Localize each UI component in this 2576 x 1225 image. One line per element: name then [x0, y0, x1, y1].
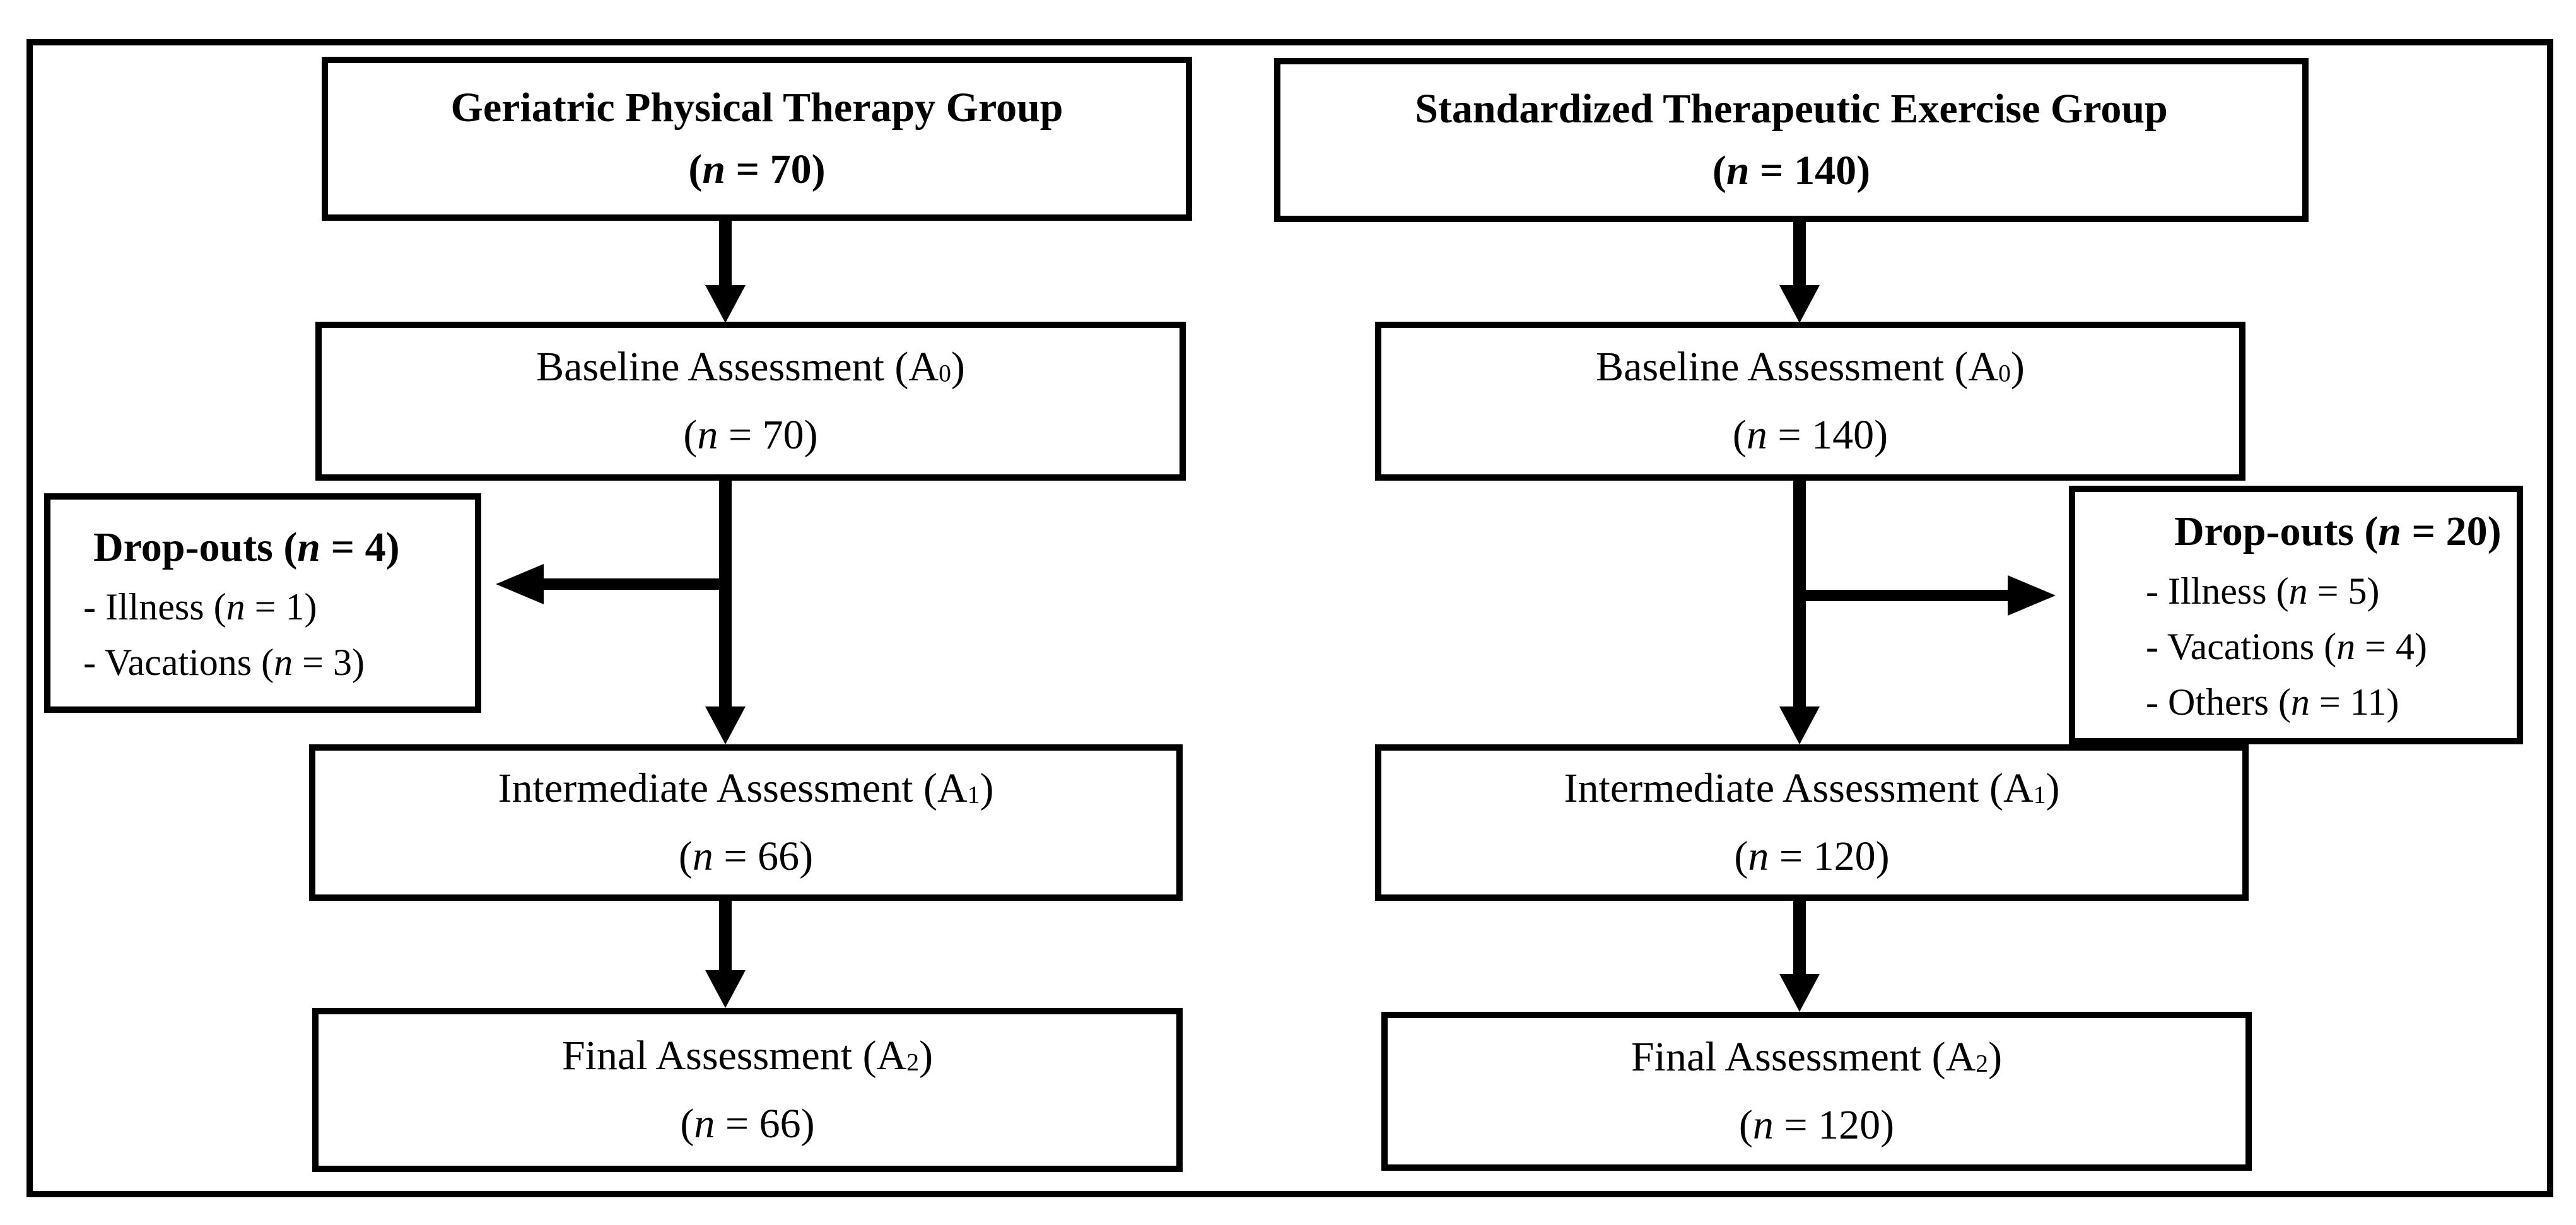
left-baseline-box: Baseline Assessment (A0) (n = 70)	[315, 322, 1186, 481]
left-dropout-item-illness: - Illness (n = 1)	[83, 586, 317, 628]
right-intermediate-box: Intermediate Assessment (A1) (n = 120)	[1375, 744, 2249, 901]
right-baseline-title: Baseline Assessment (A0)	[1596, 344, 2025, 390]
left-dropout-item-vacations: - Vacations (n = 3)	[83, 642, 365, 683]
left-group-box: Geriatric Physical Therapy Group (n = 70…	[322, 57, 1192, 221]
right-dropout-item-others: - Others (n = 11)	[2146, 681, 2399, 723]
right-intermediate-count: (n = 120)	[1734, 833, 1890, 879]
right-group-count: (n = 140)	[1712, 148, 1871, 194]
right-group-title: Standardized Therapeutic Exercise Group	[1415, 86, 2168, 132]
left-arrow-to-dropouts-shaft	[542, 578, 732, 590]
left-group-title: Geriatric Physical Therapy Group	[450, 85, 1063, 131]
left-dropouts-title: Drop-outs (n = 4)	[93, 524, 400, 570]
left-final-title: Final Assessment (A2)	[561, 1033, 934, 1079]
left-baseline-title: Baseline Assessment (A0)	[536, 344, 965, 390]
right-final-count: (n = 120)	[1738, 1101, 1895, 1148]
right-dropouts-box: Drop-outs (n = 20) - Illness (n = 5) - V…	[2069, 486, 2523, 744]
left-group-count: (n = 70)	[688, 146, 826, 192]
right-final-title: Final Assessment (A2)	[1630, 1034, 2003, 1081]
right-arrow-top-to-baseline-head-icon	[1779, 285, 1820, 323]
left-arrow-intermediate-to-final-head-icon	[705, 970, 746, 1008]
left-arrow-intermediate-to-final-shaft	[719, 900, 732, 971]
left-arrow-baseline-to-intermediate-shaft	[719, 479, 732, 708]
right-dropouts-title: Drop-outs (n = 20)	[2174, 508, 2502, 554]
left-intermediate-count: (n = 66)	[678, 833, 814, 879]
left-final-count: (n = 66)	[680, 1100, 815, 1147]
left-dropouts-box: Drop-outs (n = 4) - Illness (n = 1) - Va…	[44, 493, 481, 713]
left-intermediate-box: Intermediate Assessment (A1) (n = 66)	[309, 744, 1183, 901]
right-arrow-top-to-baseline-shaft	[1793, 221, 1806, 286]
right-arrow-baseline-to-intermediate-head-icon	[1779, 706, 1820, 744]
right-baseline-box: Baseline Assessment (A0) (n = 140)	[1375, 322, 2245, 481]
right-arrow-baseline-to-intermediate-shaft	[1793, 479, 1806, 708]
right-baseline-count: (n = 140)	[1732, 411, 1888, 458]
left-final-box: Final Assessment (A2) (n = 66)	[312, 1008, 1183, 1172]
right-dropout-item-illness: - Illness (n = 5)	[2146, 570, 2380, 612]
outer-frame	[26, 39, 2553, 1197]
left-arrow-to-dropouts-head-icon	[496, 564, 544, 604]
right-final-box: Final Assessment (A2) (n = 120)	[1381, 1012, 2252, 1171]
left-arrow-top-to-baseline-shaft	[719, 220, 732, 286]
left-arrow-top-to-baseline-head-icon	[705, 285, 746, 323]
left-intermediate-title: Intermediate Assessment (A1)	[498, 765, 994, 812]
left-baseline-count: (n = 70)	[683, 411, 818, 458]
right-arrow-intermediate-to-final-shaft	[1793, 900, 1806, 975]
right-intermediate-title: Intermediate Assessment (A1)	[1564, 765, 2060, 812]
right-arrow-intermediate-to-final-head-icon	[1779, 974, 1820, 1012]
right-arrow-to-dropouts-shaft	[1806, 590, 2008, 601]
left-arrow-baseline-to-intermediate-head-icon	[705, 706, 746, 744]
right-group-box: Standardized Therapeutic Exercise Group …	[1274, 58, 2309, 222]
right-arrow-to-dropouts-head-icon	[2008, 575, 2056, 616]
right-dropout-item-vacations: - Vacations (n = 4)	[2146, 626, 2427, 667]
